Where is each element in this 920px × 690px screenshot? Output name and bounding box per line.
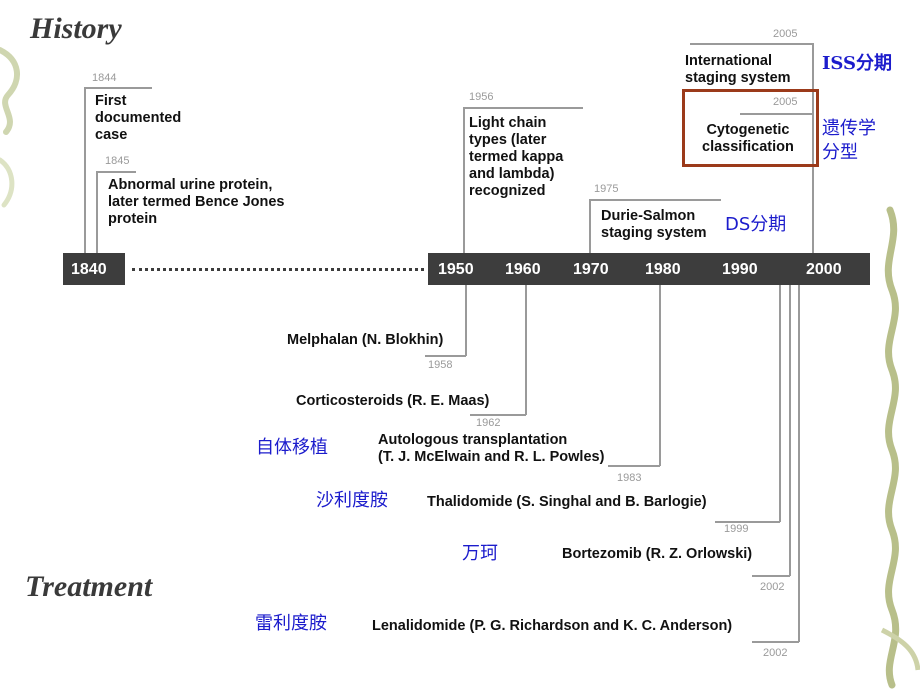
event-year: 1844 — [92, 72, 117, 84]
event-year: 2005 — [773, 96, 798, 108]
connector-line — [96, 171, 98, 253]
connector-line — [752, 641, 799, 643]
decade-label: 1970 — [573, 261, 609, 278]
annotation-autologous: 自体移植 — [256, 437, 328, 458]
connector-line — [465, 285, 467, 356]
event-international-staging-system: International staging system — [685, 53, 791, 86]
connector-line — [752, 575, 790, 577]
highlight-box — [682, 89, 819, 167]
connector-line — [96, 171, 136, 173]
decade-label: 1980 — [645, 261, 681, 278]
event-bence-jones-protein: Abnormal urine protein, later termed Ben… — [108, 177, 285, 227]
annotation-cytogenetic: 遗传学 分型 — [822, 118, 876, 163]
connector-line — [690, 43, 812, 45]
connector-line — [84, 87, 152, 89]
timeline-dotted-gap — [132, 268, 424, 271]
treatment-thalidomide: Thalidomide (S. Singhal and B. Barlogie) — [427, 494, 707, 510]
event-year: 1975 — [594, 183, 619, 195]
event-year: 2002 — [760, 581, 785, 593]
timeline-main-bar — [428, 253, 870, 285]
left-vine-decoration — [0, 47, 20, 208]
connector-line — [589, 199, 591, 253]
event-year: 1983 — [617, 472, 642, 484]
treatment-lenalidomide: Lenalidomide (P. G. Richardson and K. C.… — [372, 618, 733, 634]
connector-line — [463, 107, 583, 109]
connector-line — [84, 87, 86, 253]
event-year: 2002 — [763, 647, 788, 659]
event-year: 2005 — [773, 28, 798, 40]
annotation-ds: DS分期 — [725, 214, 787, 235]
event-year: 1956 — [469, 91, 494, 103]
connector-line — [789, 285, 791, 576]
treatment-melphalan: Melphalan (N. Blokhin) — [287, 332, 444, 348]
history-title: History — [30, 12, 122, 45]
annotation-lenalidomide: 雷利度胺 — [255, 613, 327, 634]
event-durie-salmon: Durie-Salmon staging system — [601, 208, 707, 241]
connector-line — [463, 107, 465, 253]
connector-line — [470, 414, 526, 416]
annotation-bortezomib: 万珂 — [462, 543, 498, 564]
connector-line — [715, 521, 780, 523]
treatment-corticosteroids: Corticosteroids (R. E. Maas) — [296, 393, 490, 409]
timeline-start-block: 1840 — [63, 253, 125, 285]
connector-line — [425, 355, 466, 357]
event-year: 1958 — [428, 359, 453, 371]
connector-line — [608, 465, 660, 467]
treatment-autologous-transplantation: Autologous transplantation (T. J. McElwa… — [378, 432, 605, 465]
treatment-bortezomib: Bortezomib (R. Z. Orlowski) — [562, 546, 753, 562]
annotation-iss: ISS分期 — [822, 53, 893, 74]
decade-label: 1960 — [505, 261, 541, 278]
event-year: 1962 — [476, 417, 501, 429]
decade-label: 2000 — [806, 261, 842, 278]
connector-line — [798, 285, 800, 642]
connector-line — [589, 199, 721, 201]
connector-line — [525, 285, 527, 415]
connector-line — [779, 285, 781, 522]
connector-line — [740, 113, 812, 115]
event-first-documented-case: First documented case — [95, 93, 182, 143]
annotation-thalidomide: 沙利度胺 — [316, 490, 388, 511]
decade-label-start: 1840 — [71, 261, 107, 278]
connector-line — [812, 43, 814, 253]
decade-label: 1950 — [438, 261, 474, 278]
treatment-title: Treatment — [25, 570, 153, 603]
connector-line — [659, 285, 661, 466]
decade-label: 1990 — [722, 261, 758, 278]
right-vine-decoration — [880, 206, 920, 689]
event-cytogenetic-classification: Cytogenetic classification — [702, 122, 794, 155]
event-year: 1845 — [105, 155, 130, 167]
event-year: 1999 — [724, 523, 749, 535]
event-light-chain-types: Light chain types (later termed kappa an… — [469, 115, 564, 199]
